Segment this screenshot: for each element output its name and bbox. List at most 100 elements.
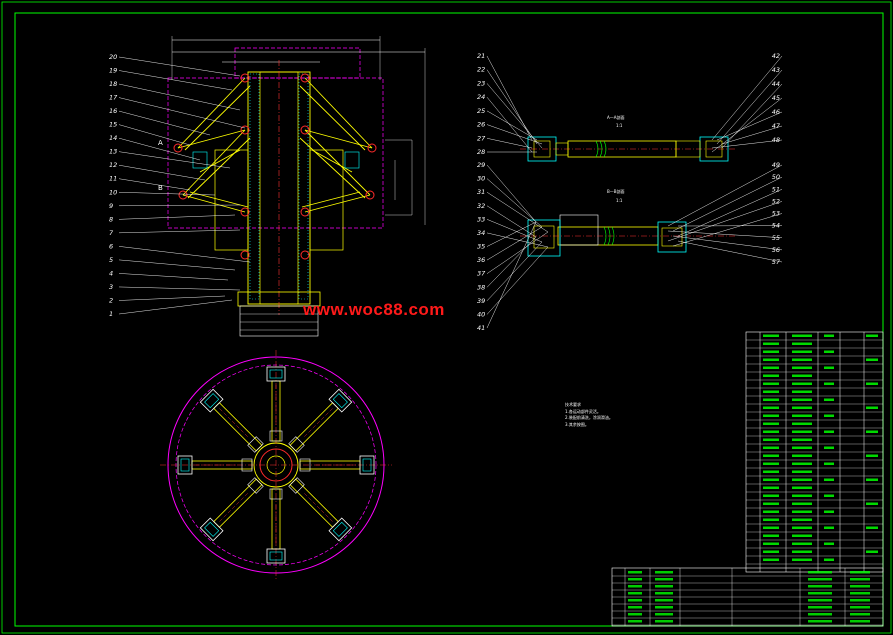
leader-16 — [118, 110, 211, 136]
leader-32 — [486, 205, 537, 238]
upper-left-leaders — [486, 55, 543, 153]
lower-thread — [603, 226, 615, 246]
leader-6 — [118, 246, 251, 263]
part-label-53: 53 — [772, 210, 780, 218]
leader-37 — [486, 231, 549, 274]
leader-17 — [118, 97, 246, 129]
leader-45 — [711, 97, 783, 153]
leader-36 — [486, 226, 543, 261]
leader-47 — [721, 125, 783, 145]
section-mark-b: B — [158, 184, 163, 192]
leader-46 — [716, 111, 783, 141]
part-label-17: 17 — [109, 94, 118, 102]
leader-23 — [486, 83, 543, 149]
leader-50 — [672, 176, 783, 232]
leader-10 — [118, 192, 216, 196]
part-label-33: 33 — [477, 215, 485, 223]
leader-26 — [486, 124, 543, 145]
leader-25 — [486, 110, 538, 141]
leader-51 — [677, 189, 783, 237]
spokes — [177, 366, 375, 564]
section-a-title: A—A剖面 — [607, 114, 624, 120]
leader-11 — [118, 178, 191, 191]
spoke-8 — [288, 388, 353, 453]
leader-29 — [486, 164, 537, 223]
spoke-4 — [199, 477, 264, 542]
part-label-10: 10 — [109, 188, 117, 196]
upper-thread — [595, 140, 607, 158]
leader-40 — [486, 246, 549, 315]
front-view — [118, 36, 426, 337]
part-label-19: 19 — [109, 67, 117, 75]
housing-top — [234, 47, 361, 79]
left-leaders — [118, 56, 251, 315]
technical-notes: 技术要求 1.各运动部件灵活。 2.装配前清洗，涂润滑油。 3.其余按图。 — [565, 402, 613, 428]
part-label-48: 48 — [772, 136, 780, 144]
part-label-4: 4 — [109, 269, 113, 277]
section-mark-a: A — [158, 139, 163, 147]
leader-44 — [721, 83, 783, 149]
lower-bracket — [559, 214, 599, 246]
hatch-block-right — [344, 151, 360, 169]
leader-20 — [118, 56, 241, 77]
part-label-21: 21 — [477, 52, 485, 60]
part-label-40: 40 — [477, 310, 485, 318]
leader-31 — [486, 191, 549, 233]
part-label-47: 47 — [772, 122, 781, 130]
part-label-2: 2 — [109, 296, 113, 304]
lower-left-cap — [527, 219, 561, 257]
part-label-24: 24 — [477, 93, 485, 101]
frame-plate-left — [214, 149, 249, 251]
part-label-25: 25 — [477, 107, 485, 115]
part-label-7: 7 — [109, 229, 114, 237]
part-label-30: 30 — [477, 175, 485, 183]
base-foot — [239, 305, 319, 337]
leader-56 — [672, 235, 783, 251]
part-label-55: 55 — [772, 234, 780, 242]
leader-49 — [667, 164, 783, 227]
part-label-44: 44 — [772, 80, 780, 88]
leader-42 — [711, 55, 783, 141]
leader-43 — [716, 69, 783, 145]
part-label-27: 27 — [477, 134, 486, 142]
column-hatch-left — [249, 73, 260, 300]
part-label-51: 51 — [772, 185, 780, 193]
part-label-9: 9 — [109, 202, 113, 210]
part-label-34: 34 — [477, 229, 485, 237]
leader-48 — [711, 139, 783, 149]
hatch-block-left — [192, 151, 208, 169]
leader-12 — [118, 164, 206, 181]
leader-5 — [118, 259, 236, 271]
leader-33 — [486, 219, 543, 243]
part-label-18: 18 — [109, 80, 117, 88]
leader-24 — [486, 97, 533, 153]
spoke-7 — [266, 366, 286, 442]
part-label-28: 28 — [477, 148, 485, 156]
leader-9 — [118, 204, 241, 207]
leader-21 — [486, 55, 533, 141]
leader-30 — [486, 178, 543, 228]
upper-left-cap-inner — [533, 140, 551, 158]
part-label-13: 13 — [109, 148, 117, 156]
part-label-56: 56 — [772, 246, 780, 254]
frame-plate-right — [309, 149, 344, 251]
notes-title: 技术要求 — [565, 402, 581, 407]
part-number-labels: 2019181716151413121110987654321212223242… — [109, 52, 781, 332]
inner-frame — [14, 12, 884, 627]
notes-line-2: 2.装配前清洗，涂润滑油。 — [565, 415, 613, 420]
leader-39 — [486, 241, 543, 301]
part-label-15: 15 — [109, 121, 117, 129]
leader-7 — [118, 229, 241, 234]
part-label-1: 1 — [109, 310, 113, 318]
lower-detail-view — [486, 164, 783, 329]
part-label-29: 29 — [477, 161, 485, 169]
part-label-11: 11 — [109, 175, 117, 183]
part-label-38: 38 — [477, 283, 485, 291]
part-label-26: 26 — [477, 121, 485, 129]
housing-outline — [167, 77, 384, 229]
section-a-scale: 1:1 — [616, 123, 623, 128]
section-b-scale: 1:1 — [616, 198, 623, 203]
part-label-20: 20 — [109, 53, 117, 61]
part-label-36: 36 — [477, 256, 485, 264]
